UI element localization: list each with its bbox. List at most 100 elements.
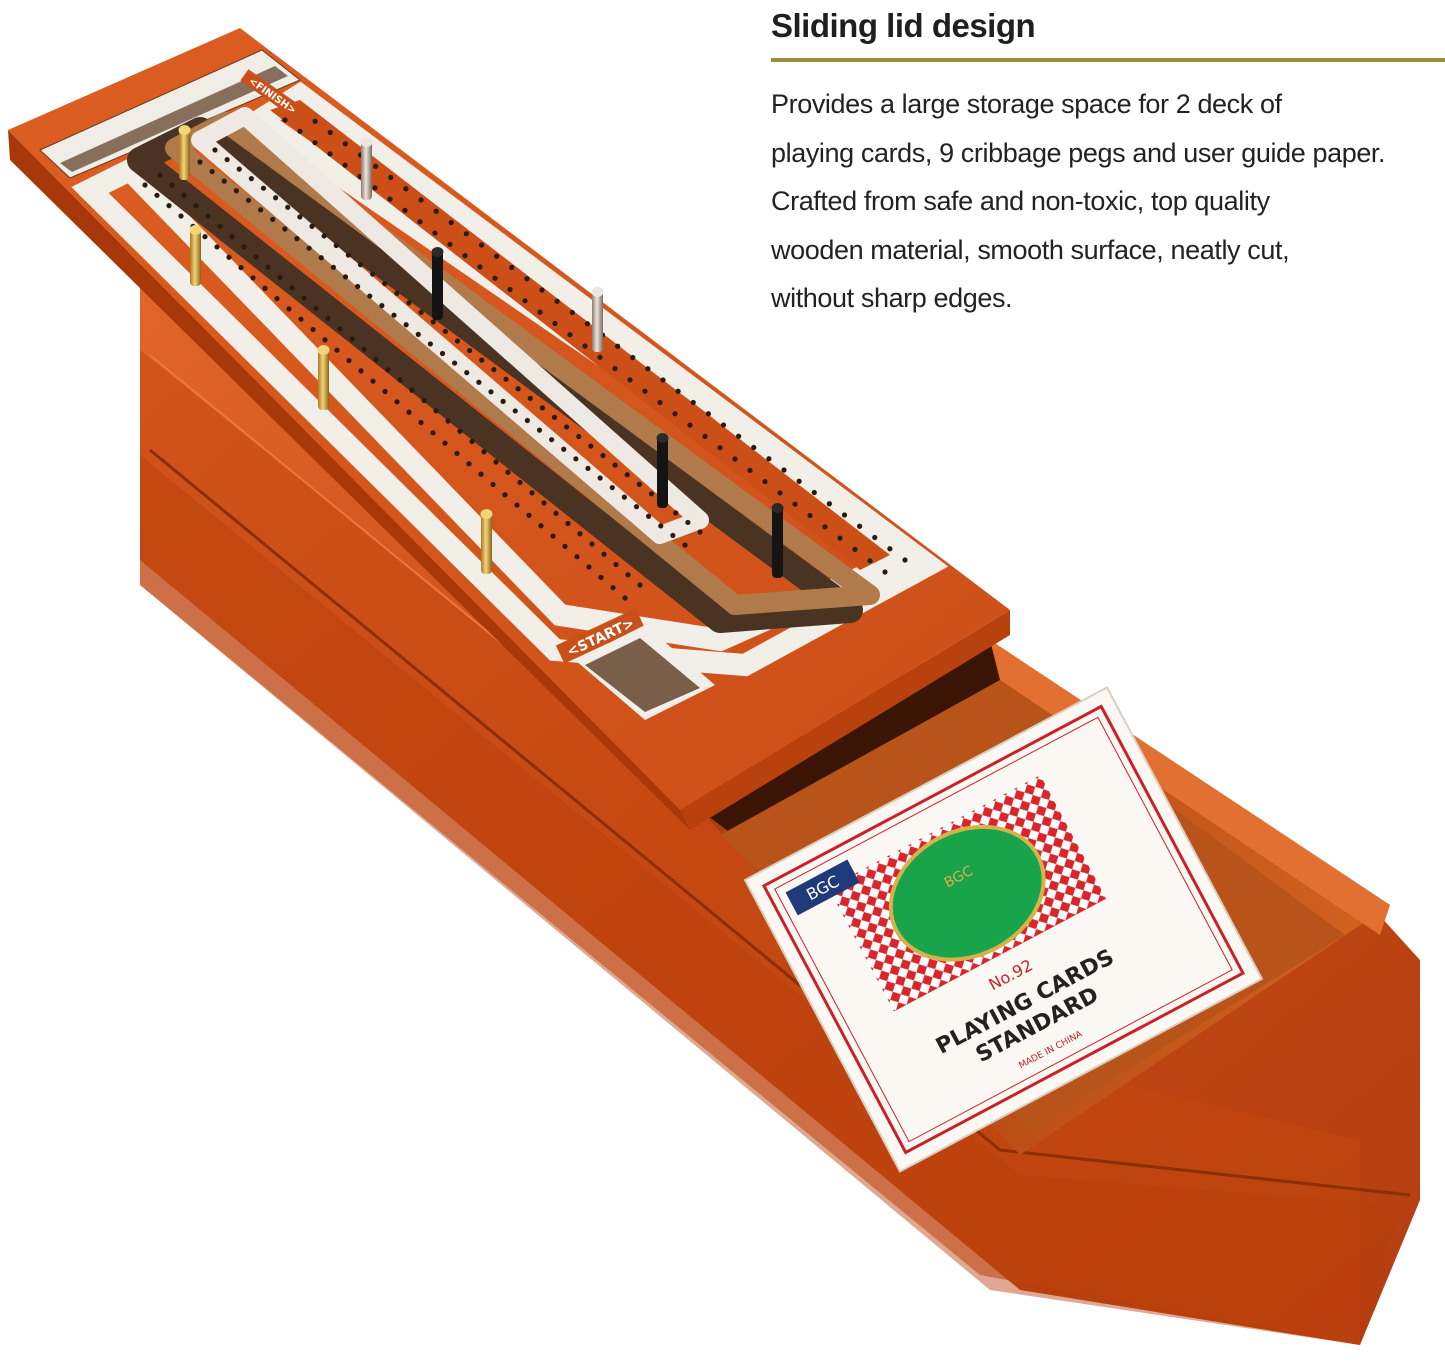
peg-hole bbox=[601, 551, 607, 557]
peg-hole bbox=[705, 411, 711, 417]
peg-hole bbox=[427, 341, 433, 347]
peg-hole bbox=[224, 156, 230, 163]
peg-hole bbox=[811, 489, 817, 496]
peg-hole bbox=[796, 478, 802, 484]
peg-hole bbox=[333, 242, 339, 249]
peg-hole bbox=[615, 343, 621, 349]
peg-hole bbox=[327, 129, 333, 136]
peg-hole bbox=[476, 379, 482, 385]
peg-hole bbox=[241, 244, 247, 250]
peg-hole bbox=[433, 208, 439, 214]
peg-hole bbox=[597, 475, 603, 481]
peg-hole bbox=[887, 546, 893, 552]
peg-hole bbox=[584, 321, 590, 327]
peg-hole bbox=[539, 287, 545, 293]
peg-hole bbox=[181, 192, 187, 199]
peg-hole bbox=[491, 367, 497, 373]
peg-hole bbox=[313, 305, 319, 311]
peg-hole bbox=[277, 274, 283, 281]
peg-hole bbox=[625, 572, 631, 578]
peg-hole bbox=[334, 347, 340, 353]
peg-hole bbox=[442, 440, 448, 446]
peg-hole bbox=[212, 147, 218, 153]
peg-hole bbox=[367, 293, 373, 299]
peg-hole bbox=[397, 377, 403, 383]
peg-hole bbox=[321, 233, 327, 239]
peg-hole bbox=[406, 409, 412, 415]
peg-hole bbox=[417, 219, 423, 225]
peg-hole bbox=[627, 377, 633, 383]
peg-hole bbox=[394, 399, 400, 405]
peg-hole bbox=[415, 331, 421, 337]
peg-hole bbox=[690, 399, 696, 406]
pegs bbox=[178, 125, 784, 578]
peg-hole bbox=[687, 422, 693, 428]
peg-hole bbox=[565, 520, 571, 527]
peg-hole bbox=[421, 397, 427, 404]
peg-hole bbox=[442, 328, 448, 335]
peg-hole bbox=[382, 281, 388, 287]
peg-hole bbox=[477, 264, 483, 270]
peg-hole bbox=[636, 481, 642, 487]
peg-hole bbox=[373, 163, 379, 169]
peg-hole bbox=[492, 275, 498, 281]
peg-hole bbox=[673, 510, 679, 516]
peg-hole bbox=[394, 290, 400, 296]
peg-hole bbox=[274, 295, 280, 302]
peg-hole bbox=[872, 534, 878, 541]
peg-hole bbox=[409, 387, 415, 393]
peg-hole bbox=[294, 236, 300, 242]
peg-hole bbox=[766, 456, 772, 462]
peg-hole bbox=[248, 176, 254, 182]
peg-hole bbox=[238, 265, 244, 271]
peg-hole bbox=[646, 513, 652, 519]
silver-peg bbox=[360, 137, 373, 200]
peg-hole bbox=[282, 226, 288, 232]
peg-hole bbox=[464, 370, 470, 376]
peg-hole bbox=[630, 354, 636, 361]
heading-divider bbox=[771, 58, 1445, 62]
peg-hole bbox=[539, 405, 545, 411]
peg-hole bbox=[867, 558, 873, 564]
peg-hole bbox=[514, 502, 520, 508]
peg-hole bbox=[826, 501, 832, 507]
peg-hole bbox=[479, 357, 485, 363]
peg-hole bbox=[576, 433, 582, 440]
peg-hole bbox=[478, 242, 485, 248]
peg-hole bbox=[349, 336, 355, 342]
peg-hole bbox=[573, 456, 579, 462]
peg-hole bbox=[621, 494, 627, 500]
peg-hole bbox=[807, 512, 813, 519]
feature-line: Crafted from safe and non-toxic, top qua… bbox=[771, 186, 1270, 216]
black-peg bbox=[656, 433, 669, 508]
peg-hole bbox=[346, 357, 352, 364]
peg-hole bbox=[598, 574, 604, 580]
black-peg bbox=[771, 503, 784, 578]
peg-hole bbox=[553, 510, 559, 516]
peg-hole bbox=[642, 388, 648, 394]
peg-hole bbox=[309, 223, 315, 229]
peg-hole bbox=[697, 529, 703, 535]
feature-description: Sliding lid design Provides a large stor… bbox=[771, 0, 1445, 323]
peg-hole bbox=[270, 216, 276, 223]
peg-hole bbox=[178, 213, 184, 219]
peg-hole bbox=[373, 356, 379, 363]
peg-hole bbox=[658, 523, 664, 529]
peg-hole bbox=[403, 322, 409, 328]
peg-hole bbox=[503, 376, 509, 382]
peg-hole bbox=[478, 471, 484, 477]
peg-hole bbox=[342, 141, 348, 147]
peg-hole bbox=[452, 360, 458, 366]
peg-hole bbox=[327, 151, 333, 157]
peg-hole bbox=[574, 554, 580, 560]
peg-hole bbox=[529, 490, 535, 496]
peg-hole bbox=[682, 542, 688, 548]
peg-hole bbox=[538, 523, 544, 529]
peg-hole bbox=[882, 569, 888, 575]
peg-hole bbox=[322, 337, 328, 343]
peg-hole bbox=[418, 419, 424, 426]
peg-hole bbox=[527, 395, 533, 401]
peg-hole bbox=[325, 315, 331, 322]
peg-hole bbox=[582, 343, 588, 349]
peg-hole bbox=[541, 500, 547, 506]
